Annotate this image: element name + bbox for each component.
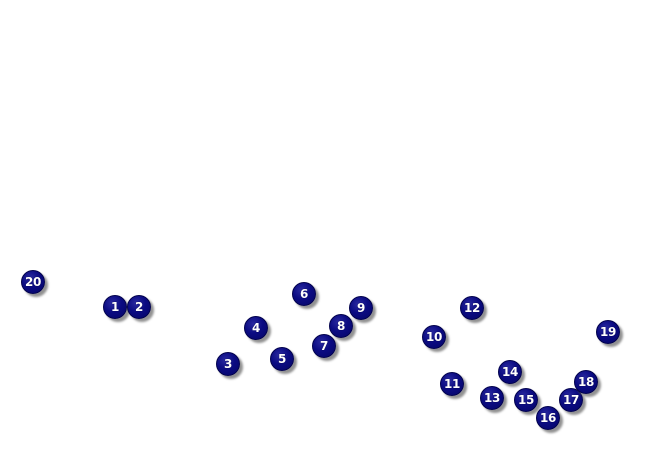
dot-18[interactable]: 18 bbox=[574, 370, 598, 394]
dot-8[interactable]: 8 bbox=[329, 314, 353, 338]
dot-number: 13 bbox=[483, 391, 501, 405]
dot-6[interactable]: 6 bbox=[292, 282, 316, 306]
dot-5[interactable]: 5 bbox=[270, 347, 294, 371]
dot-number: 1 bbox=[110, 300, 120, 314]
dot-9[interactable]: 9 bbox=[349, 296, 373, 320]
dot-number: 7 bbox=[319, 339, 329, 353]
dot-number: 20 bbox=[24, 275, 42, 289]
dot-number: 18 bbox=[577, 375, 595, 389]
dot-11[interactable]: 11 bbox=[440, 372, 464, 396]
dot-15[interactable]: 15 bbox=[514, 388, 538, 412]
dot-number: 17 bbox=[562, 393, 580, 407]
dot-number: 12 bbox=[463, 301, 481, 315]
dot-number: 14 bbox=[501, 365, 519, 379]
dot-1[interactable]: 1 bbox=[103, 295, 127, 319]
dot-20[interactable]: 20 bbox=[21, 270, 45, 294]
dot-12[interactable]: 12 bbox=[460, 296, 484, 320]
dot-10[interactable]: 10 bbox=[422, 325, 446, 349]
dot-number: 6 bbox=[299, 287, 309, 301]
dot-number: 2 bbox=[134, 300, 144, 314]
dot-number: 9 bbox=[356, 301, 366, 315]
dot-number: 11 bbox=[443, 377, 461, 391]
dot-2[interactable]: 2 bbox=[127, 295, 151, 319]
dot-14[interactable]: 14 bbox=[498, 360, 522, 384]
dot-13[interactable]: 13 bbox=[480, 386, 504, 410]
dot-number: 16 bbox=[539, 411, 557, 425]
dot-number: 19 bbox=[599, 325, 617, 339]
dot-3[interactable]: 3 bbox=[216, 352, 240, 376]
dot-number: 5 bbox=[277, 352, 287, 366]
dot-number: 8 bbox=[336, 319, 346, 333]
dot-number: 10 bbox=[425, 330, 443, 344]
dot-number: 3 bbox=[223, 357, 233, 371]
dot-number: 15 bbox=[517, 393, 535, 407]
dot-19[interactable]: 19 bbox=[596, 320, 620, 344]
dot-7[interactable]: 7 bbox=[312, 334, 336, 358]
dot-4[interactable]: 4 bbox=[244, 316, 268, 340]
dot-16[interactable]: 16 bbox=[536, 406, 560, 430]
dot-number: 4 bbox=[251, 321, 261, 335]
